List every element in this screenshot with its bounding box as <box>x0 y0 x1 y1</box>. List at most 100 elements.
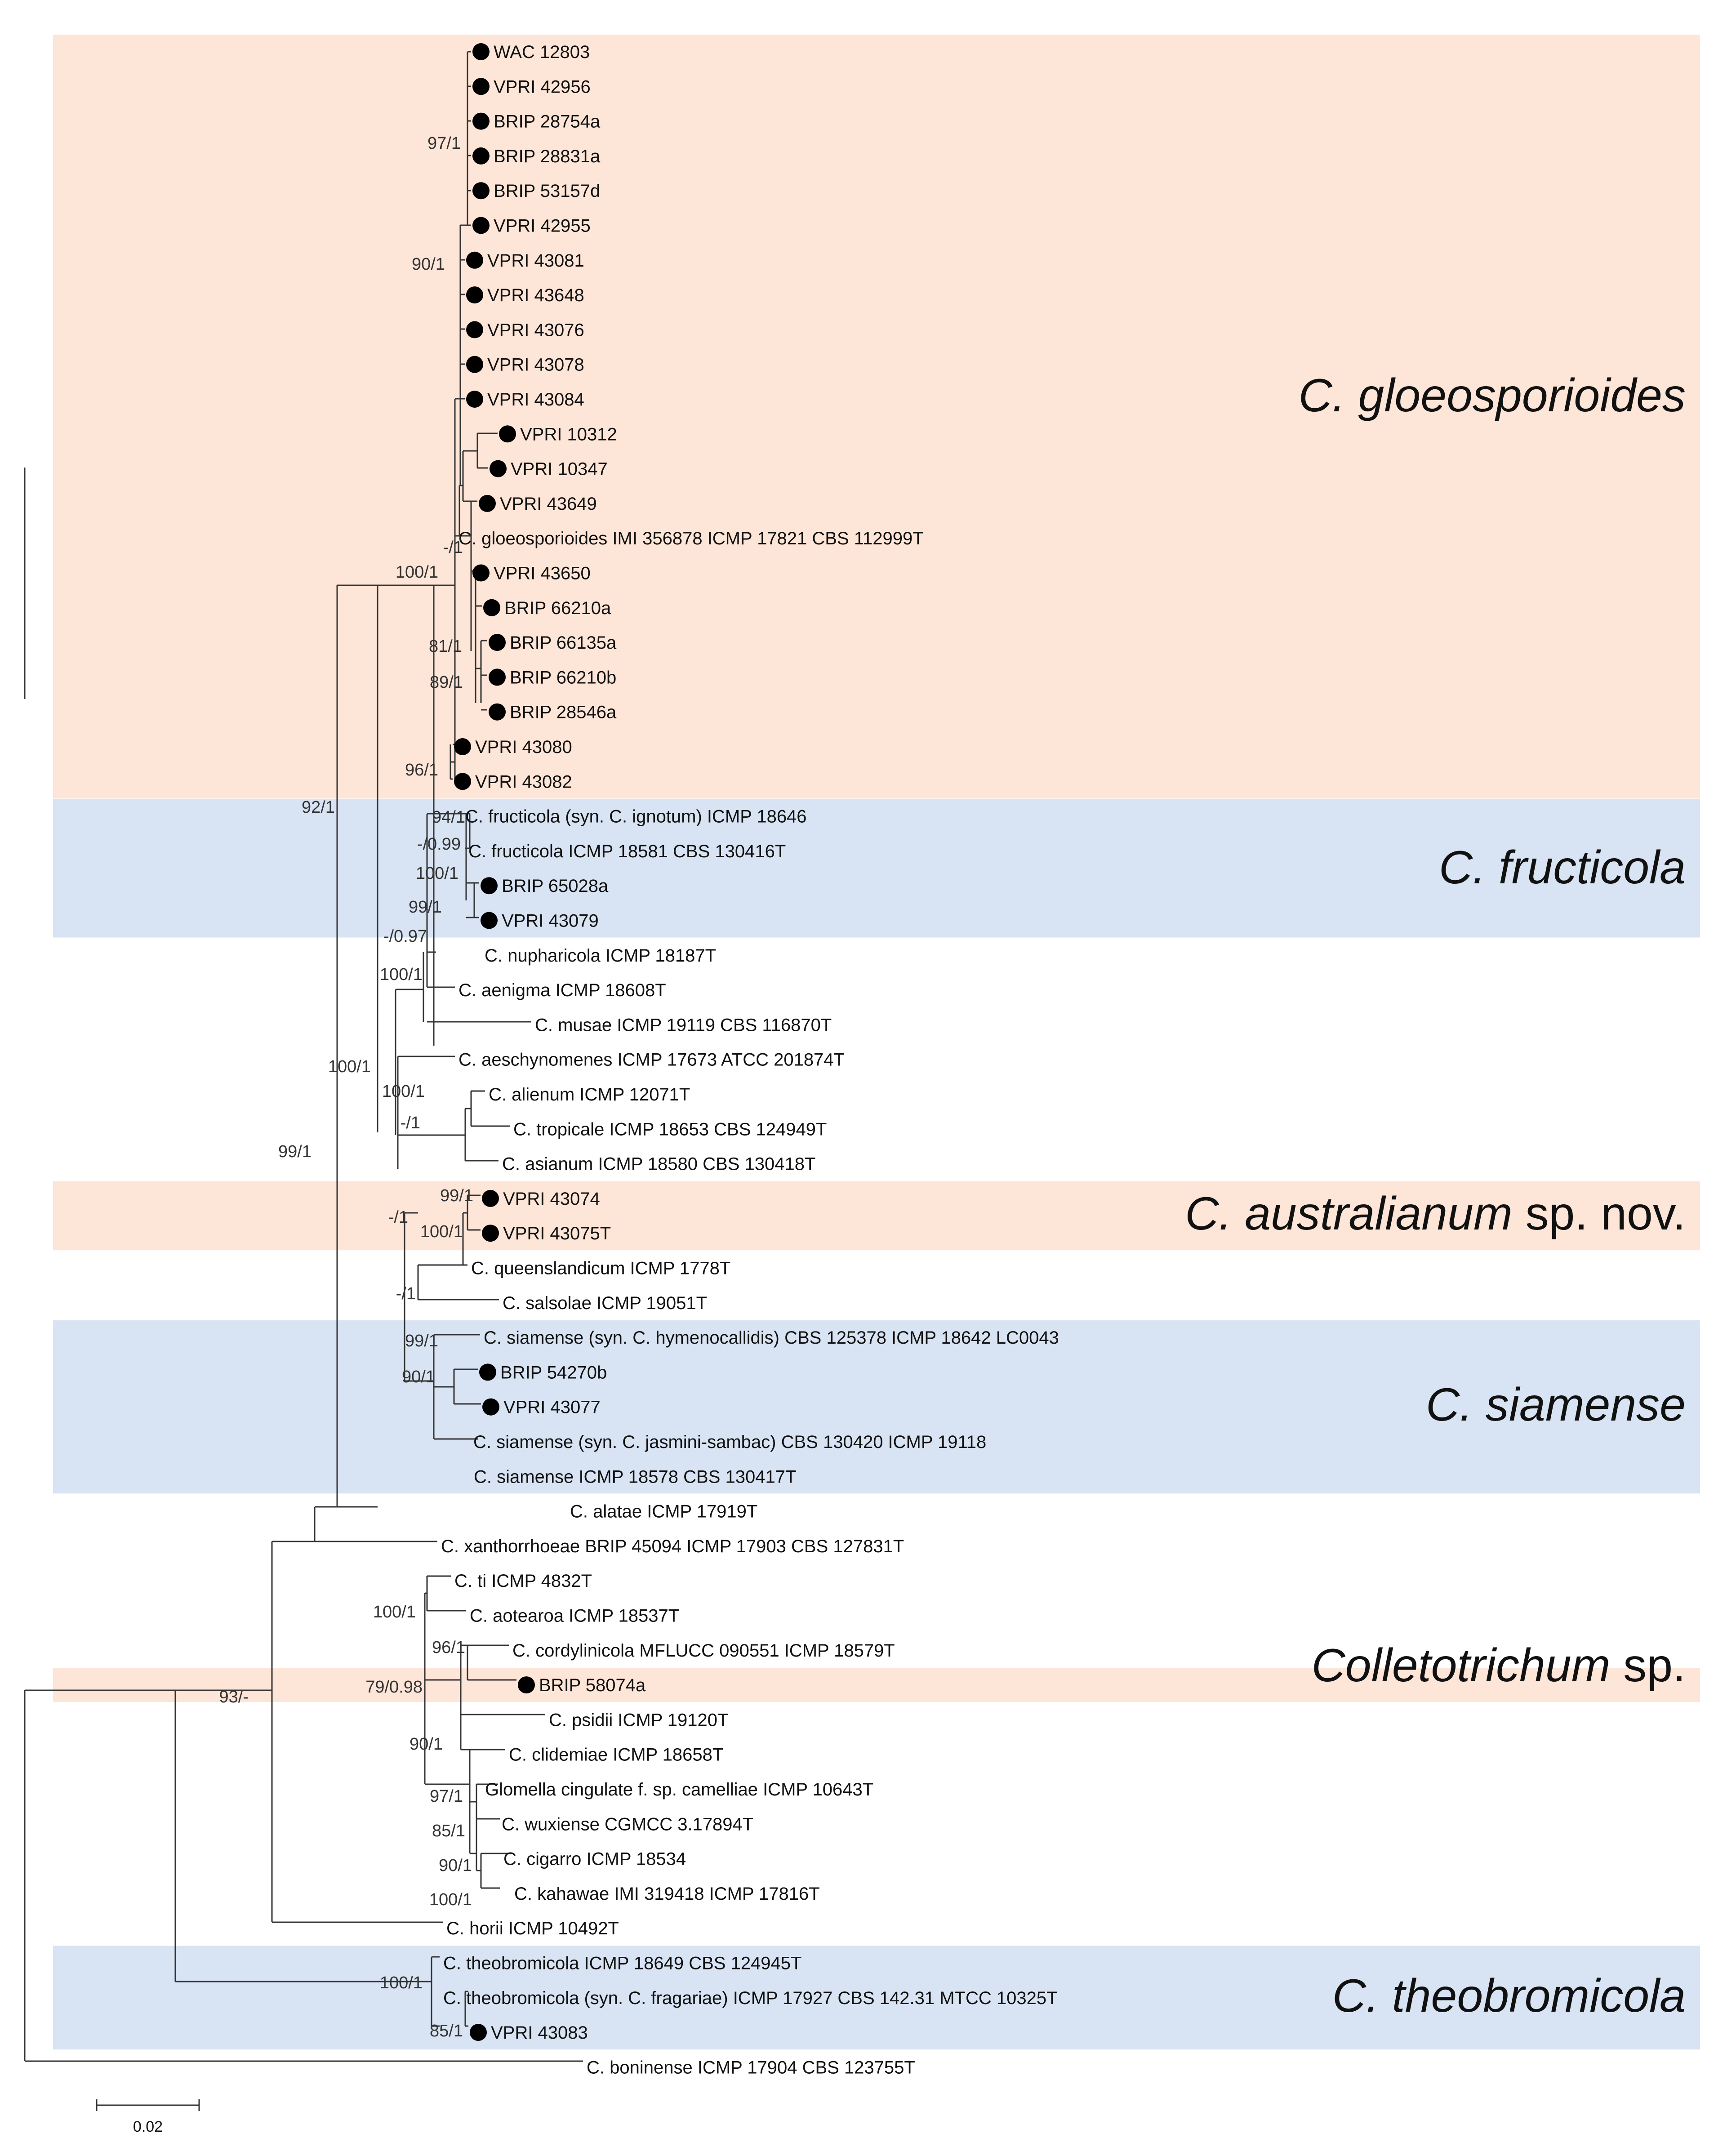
taxon-label: C. gloeosporioides IMI 356878 ICMP 17821… <box>458 529 924 548</box>
taxon-label: C. clidemiae ICMP 18658T <box>509 1745 723 1765</box>
taxon-label: C. tropicale ICMP 18653 CBS 124949T <box>513 1119 827 1139</box>
taxon-label: C. alienum ICMP 12071T <box>489 1085 690 1105</box>
isolate-marker <box>470 2024 487 2041</box>
isolate-marker <box>482 1398 499 1416</box>
taxon-label: Glomella cingulate f. sp. camelliae ICMP… <box>485 1780 873 1800</box>
support-value: -/0.97 <box>383 927 427 946</box>
taxon-label: C. queenslandicum ICMP 1778T <box>471 1259 730 1278</box>
taxon-label: VPRI 43083 <box>491 2023 588 2043</box>
isolate-marker <box>481 877 498 895</box>
support-value: -/0.99 <box>417 835 461 854</box>
clade-name: C. fructicola <box>1439 842 1686 894</box>
taxon-label: C. xanthorrhoeae BRIP 45094 ICMP 17903 C… <box>441 1537 904 1556</box>
taxon-label: BRIP 66210b <box>510 668 616 687</box>
taxon-label: C. aotearoa ICMP 18537T <box>470 1606 679 1626</box>
taxon-label: C. wuxiense CGMCC 3.17894T <box>502 1814 753 1834</box>
clade-name: C. theobromicola <box>1332 1970 1686 2022</box>
taxon-label: BRIP 28831a <box>494 147 601 166</box>
isolate-marker <box>454 773 471 790</box>
support-value: 94/1 <box>432 808 465 827</box>
support-value: 97/1 <box>430 1787 463 1806</box>
support-value: 100/1 <box>328 1057 371 1076</box>
taxon-label: C. siamense ICMP 18578 CBS 130417T <box>474 1467 796 1487</box>
support-value: 81/1 <box>429 637 462 656</box>
support-value: 100/1 <box>396 563 438 582</box>
taxon-label: VPRI 43648 <box>487 285 584 305</box>
taxon-label: C. asianum ICMP 18580 CBS 130418T <box>502 1154 815 1174</box>
taxon-label: C. siamense (syn. C. hymenocallidis) CBS… <box>484 1328 1059 1348</box>
taxon-label: C. alatae ICMP 17919T <box>570 1502 757 1522</box>
support-value: 96/1 <box>405 761 438 780</box>
support-value: 100/1 <box>420 1222 463 1241</box>
support-value: 100/1 <box>373 1603 416 1621</box>
isolate-marker <box>499 425 516 443</box>
clade-band <box>53 1946 1700 2050</box>
taxon-label: C. theobromicola ICMP 18649 CBS 124945T <box>443 1954 801 1973</box>
isolate-marker <box>489 703 506 721</box>
taxon-label: VPRI 43078 <box>487 355 584 375</box>
isolate-marker <box>481 912 498 929</box>
scale-bar: 0.02 <box>96 2099 200 2135</box>
taxon-label: C. cigarro ICMP 18534 <box>503 1849 686 1869</box>
taxon-label: C. siamense (syn. C. jasmini-sambac) CBS… <box>473 1432 986 1452</box>
taxon-label: BRIP 66210a <box>504 598 611 618</box>
support-value: 96/1 <box>432 1638 465 1657</box>
support-value: 100/1 <box>382 1082 425 1101</box>
taxon-label: C. psidii ICMP 19120T <box>549 1710 728 1730</box>
taxon-label: VPRI 42955 <box>494 216 591 236</box>
taxon-label: VPRI 43649 <box>500 494 597 514</box>
taxon-label: C. theobromicola (syn. C. fragariae) ICM… <box>443 1988 1058 2008</box>
isolate-marker <box>472 43 490 60</box>
clade-band <box>53 1320 1700 1494</box>
taxon-label: VPRI 42956 <box>494 77 591 97</box>
taxon-label: WAC 12803 <box>494 42 590 62</box>
support-value: 85/1 <box>432 1822 465 1840</box>
isolate-marker <box>479 1363 496 1381</box>
taxon-label: C. boninense ICMP 17904 CBS 123755T <box>587 2058 915 2077</box>
taxon-label: BRIP 65028a <box>502 876 609 896</box>
scale-bar-label: 0.02 <box>133 2118 163 2135</box>
support-value: -/1 <box>443 538 463 557</box>
isolate-marker <box>454 738 471 755</box>
clade-name: Colletotrichum sp. <box>1312 1639 1686 1692</box>
taxon-label: VPRI 43082 <box>475 772 572 792</box>
isolate-marker <box>489 634 506 651</box>
isolate-marker <box>482 1189 499 1207</box>
taxon-label: VPRI 43081 <box>487 251 584 271</box>
taxon-label: BRIP 53157d <box>494 181 600 201</box>
isolate-marker <box>472 147 490 165</box>
taxon-label: VPRI 43077 <box>503 1398 601 1417</box>
taxon-label: C. musae ICMP 19119 CBS 116870T <box>535 1015 832 1035</box>
clade-band <box>53 799 1700 938</box>
support-value: 90/1 <box>410 1735 443 1754</box>
taxon-label: VPRI 10347 <box>511 459 608 479</box>
isolate-marker <box>483 599 500 616</box>
support-value: 89/1 <box>430 673 463 692</box>
taxon-label: VPRI 43080 <box>475 737 572 757</box>
isolate-marker <box>472 217 490 234</box>
isolate-marker <box>489 668 506 686</box>
isolate-marker <box>466 356 483 373</box>
taxon-label: VPRI 43074 <box>503 1189 600 1209</box>
isolate-marker <box>466 251 483 269</box>
isolate-marker <box>472 78 490 95</box>
taxon-label: VPRI 43084 <box>487 390 584 410</box>
taxon-label: BRIP 28546a <box>510 703 617 722</box>
isolate-marker <box>466 321 483 339</box>
taxon-label: C. aenigma ICMP 18608T <box>458 980 666 1000</box>
support-value: 99/1 <box>409 898 442 917</box>
isolate-marker <box>482 1225 499 1242</box>
support-value: 100/1 <box>429 1890 472 1909</box>
taxon-label: VPRI 43650 <box>494 564 591 584</box>
support-value: 85/1 <box>430 2022 463 2040</box>
isolate-marker <box>518 1676 535 1694</box>
support-value: 100/1 <box>380 1973 423 1992</box>
taxon-label: C. fructicola (syn. C. ignotum) ICMP 186… <box>465 807 807 827</box>
clade-band <box>53 35 1700 799</box>
support-value: 97/1 <box>427 134 461 153</box>
taxon-label: C. nupharicola ICMP 18187T <box>485 946 716 966</box>
isolate-marker <box>472 112 490 130</box>
support-value: 100/1 <box>380 965 423 984</box>
taxon-label: BRIP 54270b <box>500 1363 607 1382</box>
